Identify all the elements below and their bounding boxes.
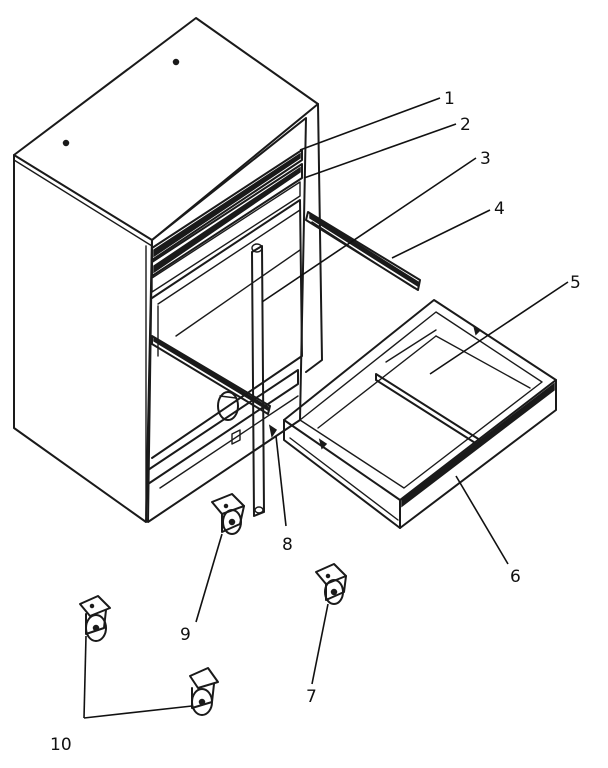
drawer-slide-right	[305, 211, 421, 291]
callout-3: 3	[480, 149, 491, 169]
drawer-assembly	[283, 299, 557, 529]
caster-9	[211, 493, 245, 535]
callout-5: 5	[570, 273, 581, 293]
callout-10: 10	[50, 735, 72, 755]
callout-labels: 1 2 3 4 5 6 7 8 9 10	[50, 89, 581, 755]
caster-7	[315, 563, 347, 605]
top-drawer-front	[151, 149, 303, 293]
locking-bar	[251, 243, 278, 517]
leader-lines	[83, 97, 569, 719]
callout-8: 8	[282, 535, 293, 555]
drawer-slide-left	[151, 335, 271, 415]
callout-7: 7	[306, 687, 317, 707]
callout-4: 4	[494, 199, 505, 219]
caster-10a	[79, 595, 111, 642]
callout-1: 1	[444, 89, 455, 109]
callout-6: 6	[510, 567, 521, 587]
callout-9: 9	[180, 625, 191, 645]
caster-10b	[189, 667, 219, 716]
callout-2: 2	[460, 115, 471, 135]
cabinet-base	[147, 369, 299, 489]
